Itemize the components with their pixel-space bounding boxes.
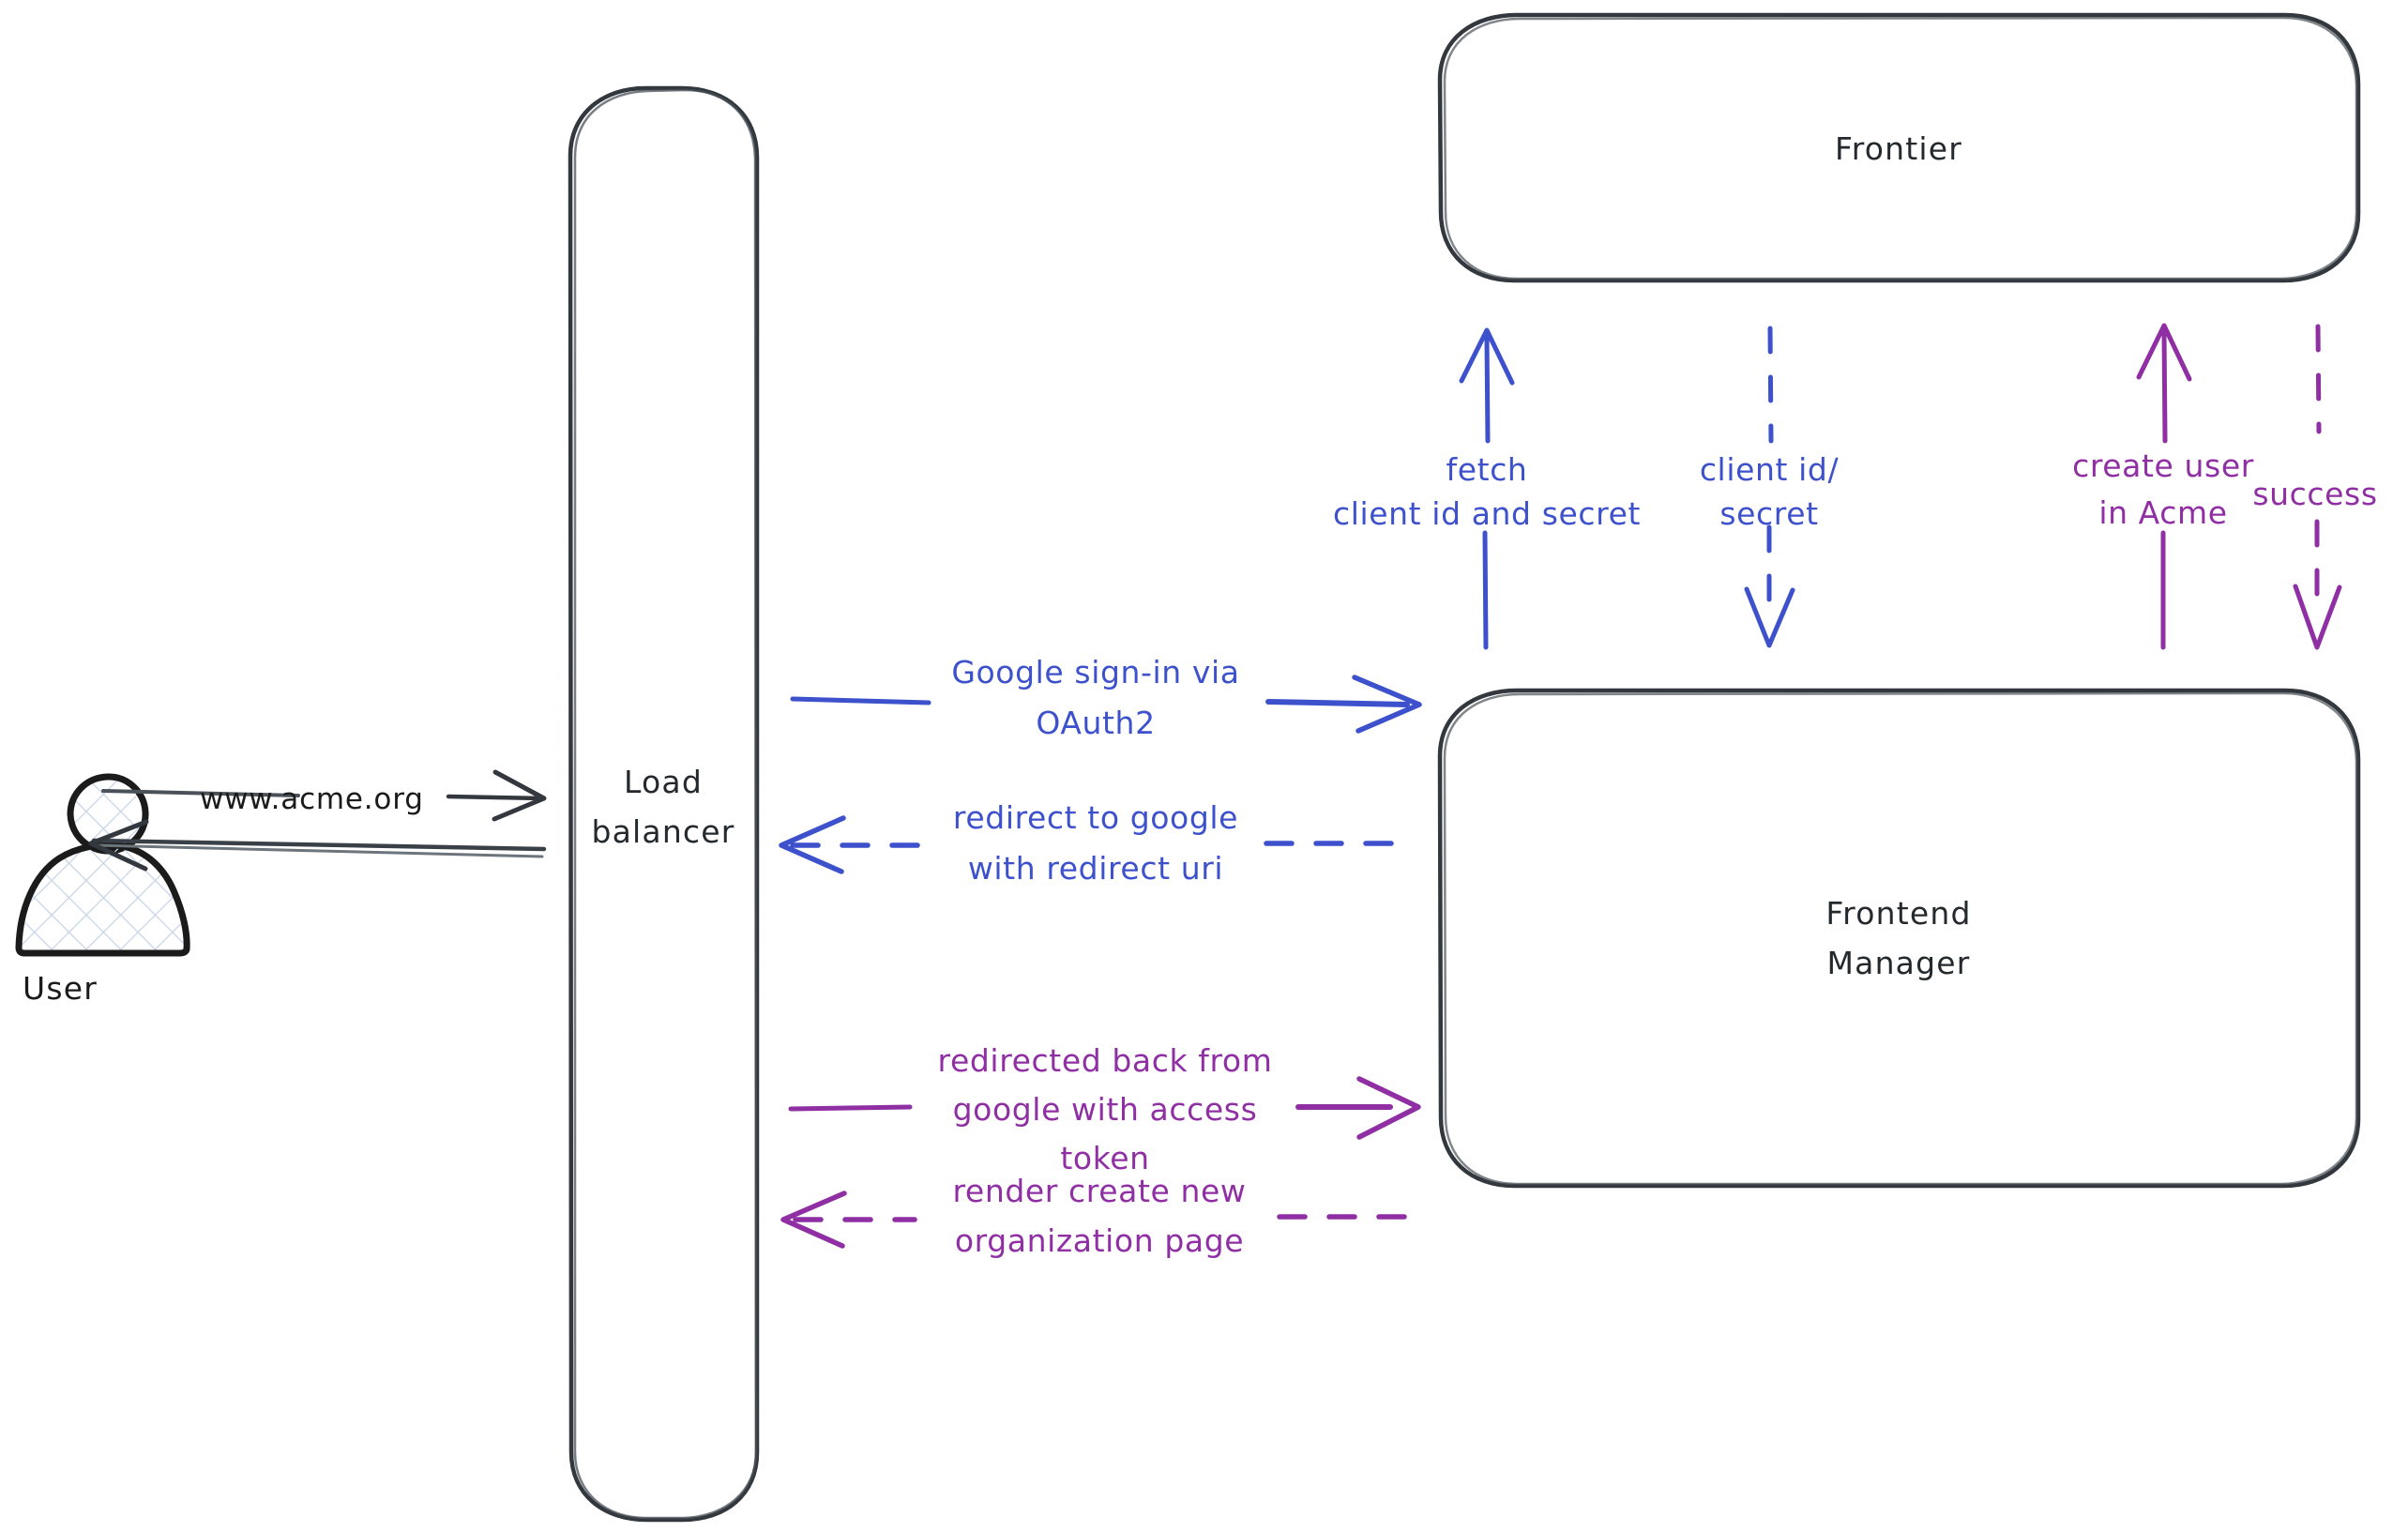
edge-fm-to-frontier-fetch[interactable]: fetch client id and secret <box>1333 327 1641 650</box>
edge-fm-to-lb-render-label-line1: render create new <box>952 1173 1246 1209</box>
edge-lb-to-fm-token-label-line2: google with access <box>953 1091 1258 1128</box>
actor-user[interactable]: User <box>15 773 190 1007</box>
edge-frontier-to-fm-success[interactable]: success <box>2252 324 2377 650</box>
edge-fm-to-frontier-fetch-label-line1: fetch <box>1446 451 1528 488</box>
edge-fm-to-lb-redirect[interactable]: redirect to google with redirect uri <box>779 799 1410 887</box>
edge-fm-to-frontier-fetch-line-top <box>1484 333 1491 444</box>
edge-fm-to-frontier-fetch-label-line2: client id and secret <box>1333 495 1641 532</box>
edge-user-to-lb-line-right <box>446 794 545 801</box>
node-frontier-label: Frontier <box>1835 130 1962 167</box>
edge-fm-to-frontier-fetch-arrowhead <box>1459 327 1515 386</box>
edge-lb-to-fm-token-label-line3: token <box>1060 1140 1149 1176</box>
edge-lb-to-fm-signin-label-line1: Google sign-in via <box>951 654 1239 690</box>
edge-frontier-to-fm-success-arrowhead <box>2293 584 2342 650</box>
edge-lb-to-fm-signin-line-right <box>1265 699 1410 707</box>
node-frontend-manager[interactable]: Frontend Manager <box>1437 688 2361 1189</box>
edge-fm-to-lb-render-arrowhead <box>780 1191 847 1249</box>
edge-fm-to-frontier-create-user-line-top <box>2161 329 2168 444</box>
edge-frontier-to-fm-creds-arrowhead <box>1744 586 1795 648</box>
edge-frontier-to-fm-creds-line-top <box>1767 326 1774 444</box>
edge-fm-to-frontier-create-user-label-line1: create user <box>2072 447 2254 484</box>
node-frontier-shape-sketch <box>1443 16 2358 281</box>
edge-lb-to-fm-token-line-left <box>788 1104 913 1112</box>
node-frontend-manager-shape-sketch <box>1443 691 2358 1186</box>
node-load-balancer-label-line1: Load <box>624 764 703 800</box>
node-frontend-manager-label-line1: Frontend <box>1825 895 1971 932</box>
edge-user-to-lb[interactable]: www.acme.org <box>101 769 547 822</box>
edge-user-to-lb-label: www.acme.org <box>200 782 424 816</box>
edge-lb-to-fm-token-arrowhead <box>1356 1076 1421 1140</box>
edge-lb-to-fm-signin-arrowhead <box>1352 675 1422 734</box>
edge-frontier-to-fm-success-line-top <box>2315 324 2322 434</box>
node-frontier-shape <box>1437 12 2361 283</box>
edge-lb-to-fm-token[interactable]: redirected back from google with access … <box>788 1042 1421 1176</box>
node-load-balancer[interactable]: Load balancer <box>568 85 760 1523</box>
edge-lb-to-fm-signin[interactable]: Google sign-in via OAuth2 <box>790 654 1422 741</box>
edge-fm-to-lb-render-label-line2: organization page <box>955 1222 1244 1259</box>
edge-lb-to-user-arrowhead <box>88 819 149 872</box>
edge-fm-to-frontier-create-user[interactable]: create user in Acme <box>2072 323 2254 650</box>
edge-lb-to-user-line-lower <box>94 843 544 858</box>
node-load-balancer-label-line2: balancer <box>591 813 735 850</box>
edge-fm-to-lb-render[interactable]: render create new organization page <box>780 1173 1410 1259</box>
node-frontend-manager-shape <box>1437 688 2361 1189</box>
user-body-icon <box>15 842 190 957</box>
actor-user-label: User <box>23 970 98 1007</box>
edge-lb-to-fm-token-label-line1: redirected back from <box>938 1042 1273 1079</box>
edge-lb-to-user-line <box>91 838 547 852</box>
edge-fm-to-lb-redirect-arrowhead <box>779 815 846 874</box>
node-frontend-manager-label-line2: Manager <box>1826 945 1970 981</box>
node-load-balancer-shape <box>568 85 760 1523</box>
edge-fm-to-frontier-create-user-label-line2: in Acme <box>2098 494 2227 531</box>
edge-lb-to-user[interactable] <box>88 819 547 872</box>
edge-user-to-lb-arrowhead <box>492 769 547 822</box>
node-frontier[interactable]: Frontier <box>1437 12 2361 283</box>
edge-frontier-to-fm-success-label: success <box>2252 476 2377 512</box>
edge-lb-to-fm-signin-line-left <box>790 696 931 705</box>
edge-frontier-to-fm-creds-label-line1: client id/ <box>1700 451 1840 488</box>
edge-fm-to-lb-redirect-label-line1: redirect to google <box>953 799 1238 836</box>
node-load-balancer-shape-sketch <box>573 88 758 1520</box>
edge-lb-to-fm-signin-label-line2: OAuth2 <box>1036 705 1155 741</box>
edge-frontier-to-fm-creds-label-line2: secret <box>1719 495 1818 532</box>
edge-user-to-lb-line-left <box>101 789 300 797</box>
edge-frontier-to-fm-creds[interactable]: client id/ secret <box>1700 326 1840 648</box>
edge-fm-to-lb-redirect-label-line2: with redirect uri <box>968 850 1223 887</box>
edge-fm-to-frontier-fetch-line-bottom <box>1482 530 1489 650</box>
edge-fm-to-frontier-create-user-arrowhead <box>2136 323 2192 382</box>
